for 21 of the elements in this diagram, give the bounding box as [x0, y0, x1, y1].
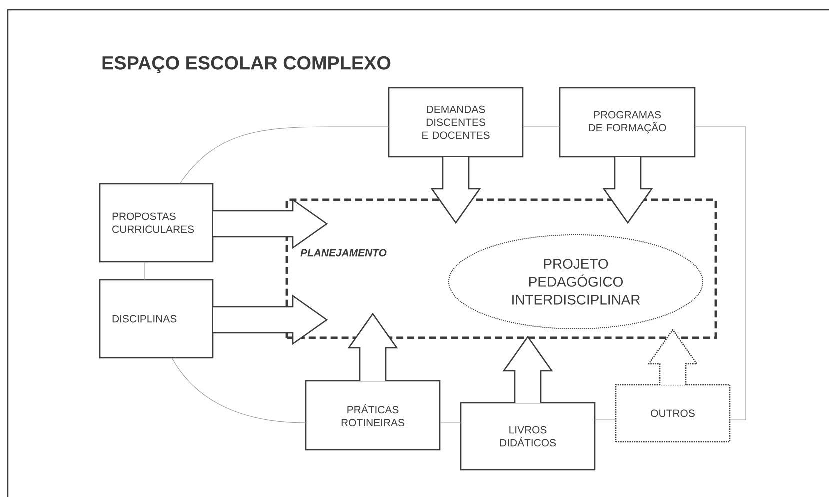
block-arrow	[430, 156, 482, 224]
text-box: PROGRAMAS DE FORMAÇÃO	[559, 87, 696, 158]
block-arrow	[648, 328, 698, 386]
block-arrow	[212, 198, 328, 250]
connector-line	[522, 126, 560, 128]
block-arrow	[348, 312, 398, 382]
connector-line	[144, 262, 146, 280]
text-box: PRÁTICAS ROTINEIRAS	[305, 380, 441, 451]
connector-line	[172, 358, 306, 424]
connector-line	[440, 422, 462, 424]
connector-line	[694, 126, 746, 420]
text-box: PROPOSTAS CURRICULARES	[99, 183, 214, 263]
text-box: OUTROS	[615, 384, 731, 443]
block-arrow	[212, 294, 328, 346]
connector-line	[180, 126, 390, 184]
text-box: DEMANDAS DISCENTES E DOCENTES	[388, 87, 524, 158]
text-box: DISCIPLINAS	[99, 279, 214, 359]
block-arrow	[602, 156, 654, 224]
title: ESPAÇO ESCOLAR COMPLEXO	[102, 56, 391, 74]
text-box: LIVROS DIDÁTICOS	[460, 402, 596, 471]
block-arrow	[502, 336, 554, 404]
